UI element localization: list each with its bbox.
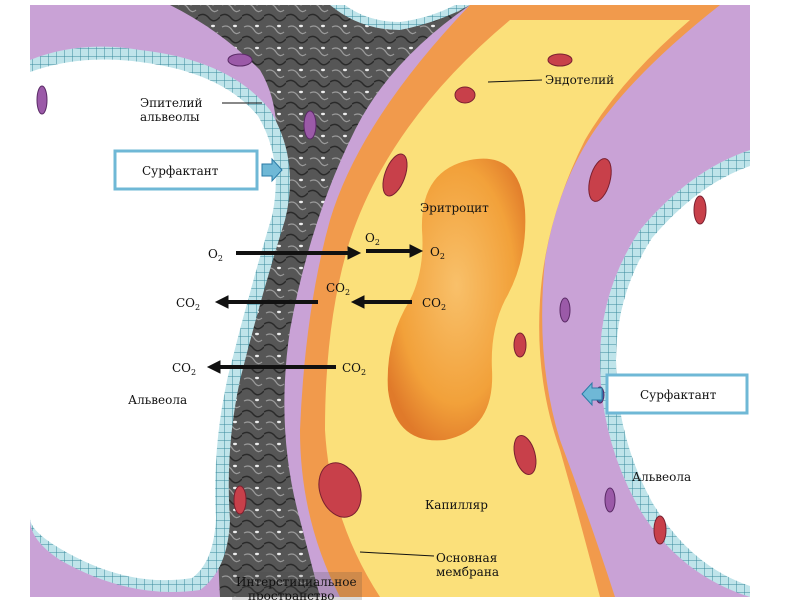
gas-co2-erythrocyte: CO2	[422, 296, 446, 312]
capillary-lumen	[325, 20, 690, 597]
alveolus-left-label: Альвеола	[128, 393, 187, 407]
nucleus	[547, 53, 573, 67]
gas-co2-capillary: CO2	[342, 361, 366, 377]
nucleus	[318, 462, 362, 518]
label-epithelium: Эпителий альвеолы	[140, 96, 262, 124]
basement-label-line1: Основная	[436, 551, 497, 565]
label-interstitial: Интерстициальное пространство	[232, 572, 362, 600]
nucleus	[559, 297, 571, 323]
nuclei	[233, 53, 707, 545]
epithelial-nuclei	[36, 53, 616, 513]
epithelium-label-line1: Эпителий	[140, 96, 203, 110]
interstitial-space	[170, 5, 470, 597]
epithelium-label-line2: альвеолы	[140, 110, 200, 124]
surfactant-box-left: Сурфактант	[113, 149, 283, 191]
surfactant-box-right: Сурфактант	[581, 373, 749, 415]
capillary-label: Капилляр	[425, 498, 488, 512]
basement-label-line2: мембрана	[436, 565, 499, 579]
surfactant-right-label: Сурфактант	[640, 388, 717, 402]
gas-o2-erythrocyte: O2	[430, 245, 445, 261]
gas-o2-membrane: O2	[365, 231, 380, 247]
alveolus-top-space	[345, 5, 455, 22]
nucleus	[513, 435, 537, 475]
arrow-left-icon	[581, 381, 603, 407]
interstitial-label-line1: Интерстициальное	[236, 575, 357, 589]
label-endothelium: Эндотелий	[487, 73, 614, 87]
gas-labels: O2 O2 O2 CO2 CO2 CO2 CO2 CO2	[172, 231, 446, 377]
nucleus	[653, 515, 667, 545]
nucleus	[693, 195, 707, 225]
erythrocyte	[387, 158, 526, 441]
gas-co2-alveolar-2: CO2	[172, 361, 196, 377]
interstitial-label-line2: пространство	[248, 589, 334, 600]
nucleus	[227, 53, 253, 67]
surfactant-left-label: Сурфактант	[142, 164, 219, 178]
nucleus	[604, 487, 616, 513]
label-basement-membrane: Основная мембрана	[359, 551, 499, 579]
nucleus	[303, 110, 317, 140]
gas-arrows	[206, 244, 424, 374]
alveolus-right-label: Альвеола	[632, 470, 691, 484]
nucleus	[36, 85, 48, 115]
gas-o2-alveolar: O2	[208, 247, 223, 263]
nucleus	[588, 158, 612, 202]
nucleus	[454, 86, 476, 104]
nucleus	[513, 332, 527, 358]
nucleus	[382, 153, 408, 197]
endothelium-label: Эндотелий	[545, 73, 614, 87]
gas-co2-membrane: CO2	[326, 281, 350, 297]
nucleus	[233, 485, 247, 515]
arrow-right-icon	[261, 157, 283, 183]
gas-co2-alveolar-1: CO2	[176, 296, 200, 312]
erythrocyte-label: Эритроцит	[420, 201, 489, 215]
